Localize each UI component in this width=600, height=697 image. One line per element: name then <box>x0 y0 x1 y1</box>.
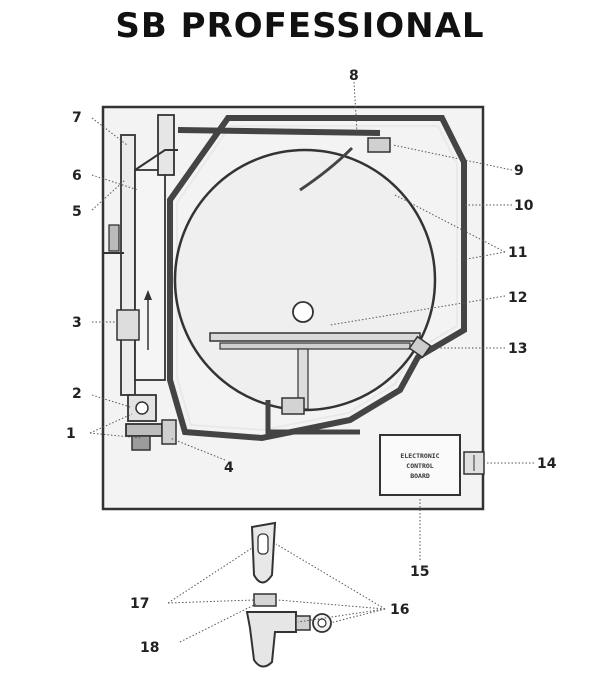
component-3-block <box>116 309 140 341</box>
outer-tube-loop <box>167 115 467 442</box>
callout-12: 12 <box>508 290 527 306</box>
component-1-fitting <box>125 423 163 437</box>
diagram-title: SB PROFESSIONAL <box>115 6 485 46</box>
tap-washer-hole <box>317 618 327 628</box>
left-tube-outer <box>120 134 136 396</box>
heating-plate-lower <box>219 342 411 350</box>
callout-15: 15 <box>410 564 429 580</box>
left-tube-inner <box>134 169 166 381</box>
top-tube-riser <box>157 114 175 176</box>
callout-5: 5 <box>72 204 82 220</box>
tap-handle-slot <box>257 533 269 555</box>
leader-lines <box>89 81 534 643</box>
component-1-thread <box>131 435 151 451</box>
component-9-fitting <box>367 137 391 153</box>
tap-body <box>245 611 297 668</box>
callout-1: 1 <box>66 426 76 442</box>
heating-plate <box>209 332 421 342</box>
component-2-port <box>135 401 149 415</box>
tank-center-port <box>292 301 314 323</box>
callout-17: 17 <box>130 596 149 612</box>
component-8-tube <box>177 127 381 136</box>
callout-8: 8 <box>349 68 359 84</box>
bottom-valve <box>281 397 305 415</box>
outer-tube-loop-inner <box>176 125 458 432</box>
callout-16: 16 <box>390 602 409 618</box>
riser-connector <box>134 149 178 171</box>
tap-nut <box>253 593 277 607</box>
callout-14: 14 <box>537 456 557 472</box>
bottom-inlet-tube <box>265 400 360 435</box>
board-label-line-3: BOARD <box>410 472 430 480</box>
board-label-line-1: ELECTRONIC <box>400 452 439 460</box>
callout-10: 10 <box>514 198 534 214</box>
component-13-connector <box>408 335 432 359</box>
callout-6: 6 <box>72 168 82 184</box>
board-label-line-2: CONTROL <box>406 462 433 470</box>
callout-9: 9 <box>514 163 524 179</box>
inner-return-tube <box>299 146 354 192</box>
control-board <box>379 434 461 496</box>
callout-7: 7 <box>72 110 82 126</box>
callout-18: 18 <box>140 640 159 656</box>
component-4-fitting <box>161 419 177 445</box>
ground-symbol <box>108 224 120 252</box>
callout-13: 13 <box>508 341 527 357</box>
tap-spout-stem <box>295 615 311 631</box>
callout-11: 11 <box>508 245 527 261</box>
callout-2: 2 <box>72 386 82 402</box>
callout-4: 4 <box>224 460 234 476</box>
callout-3: 3 <box>72 315 82 331</box>
flow-arrow-head <box>144 290 152 300</box>
